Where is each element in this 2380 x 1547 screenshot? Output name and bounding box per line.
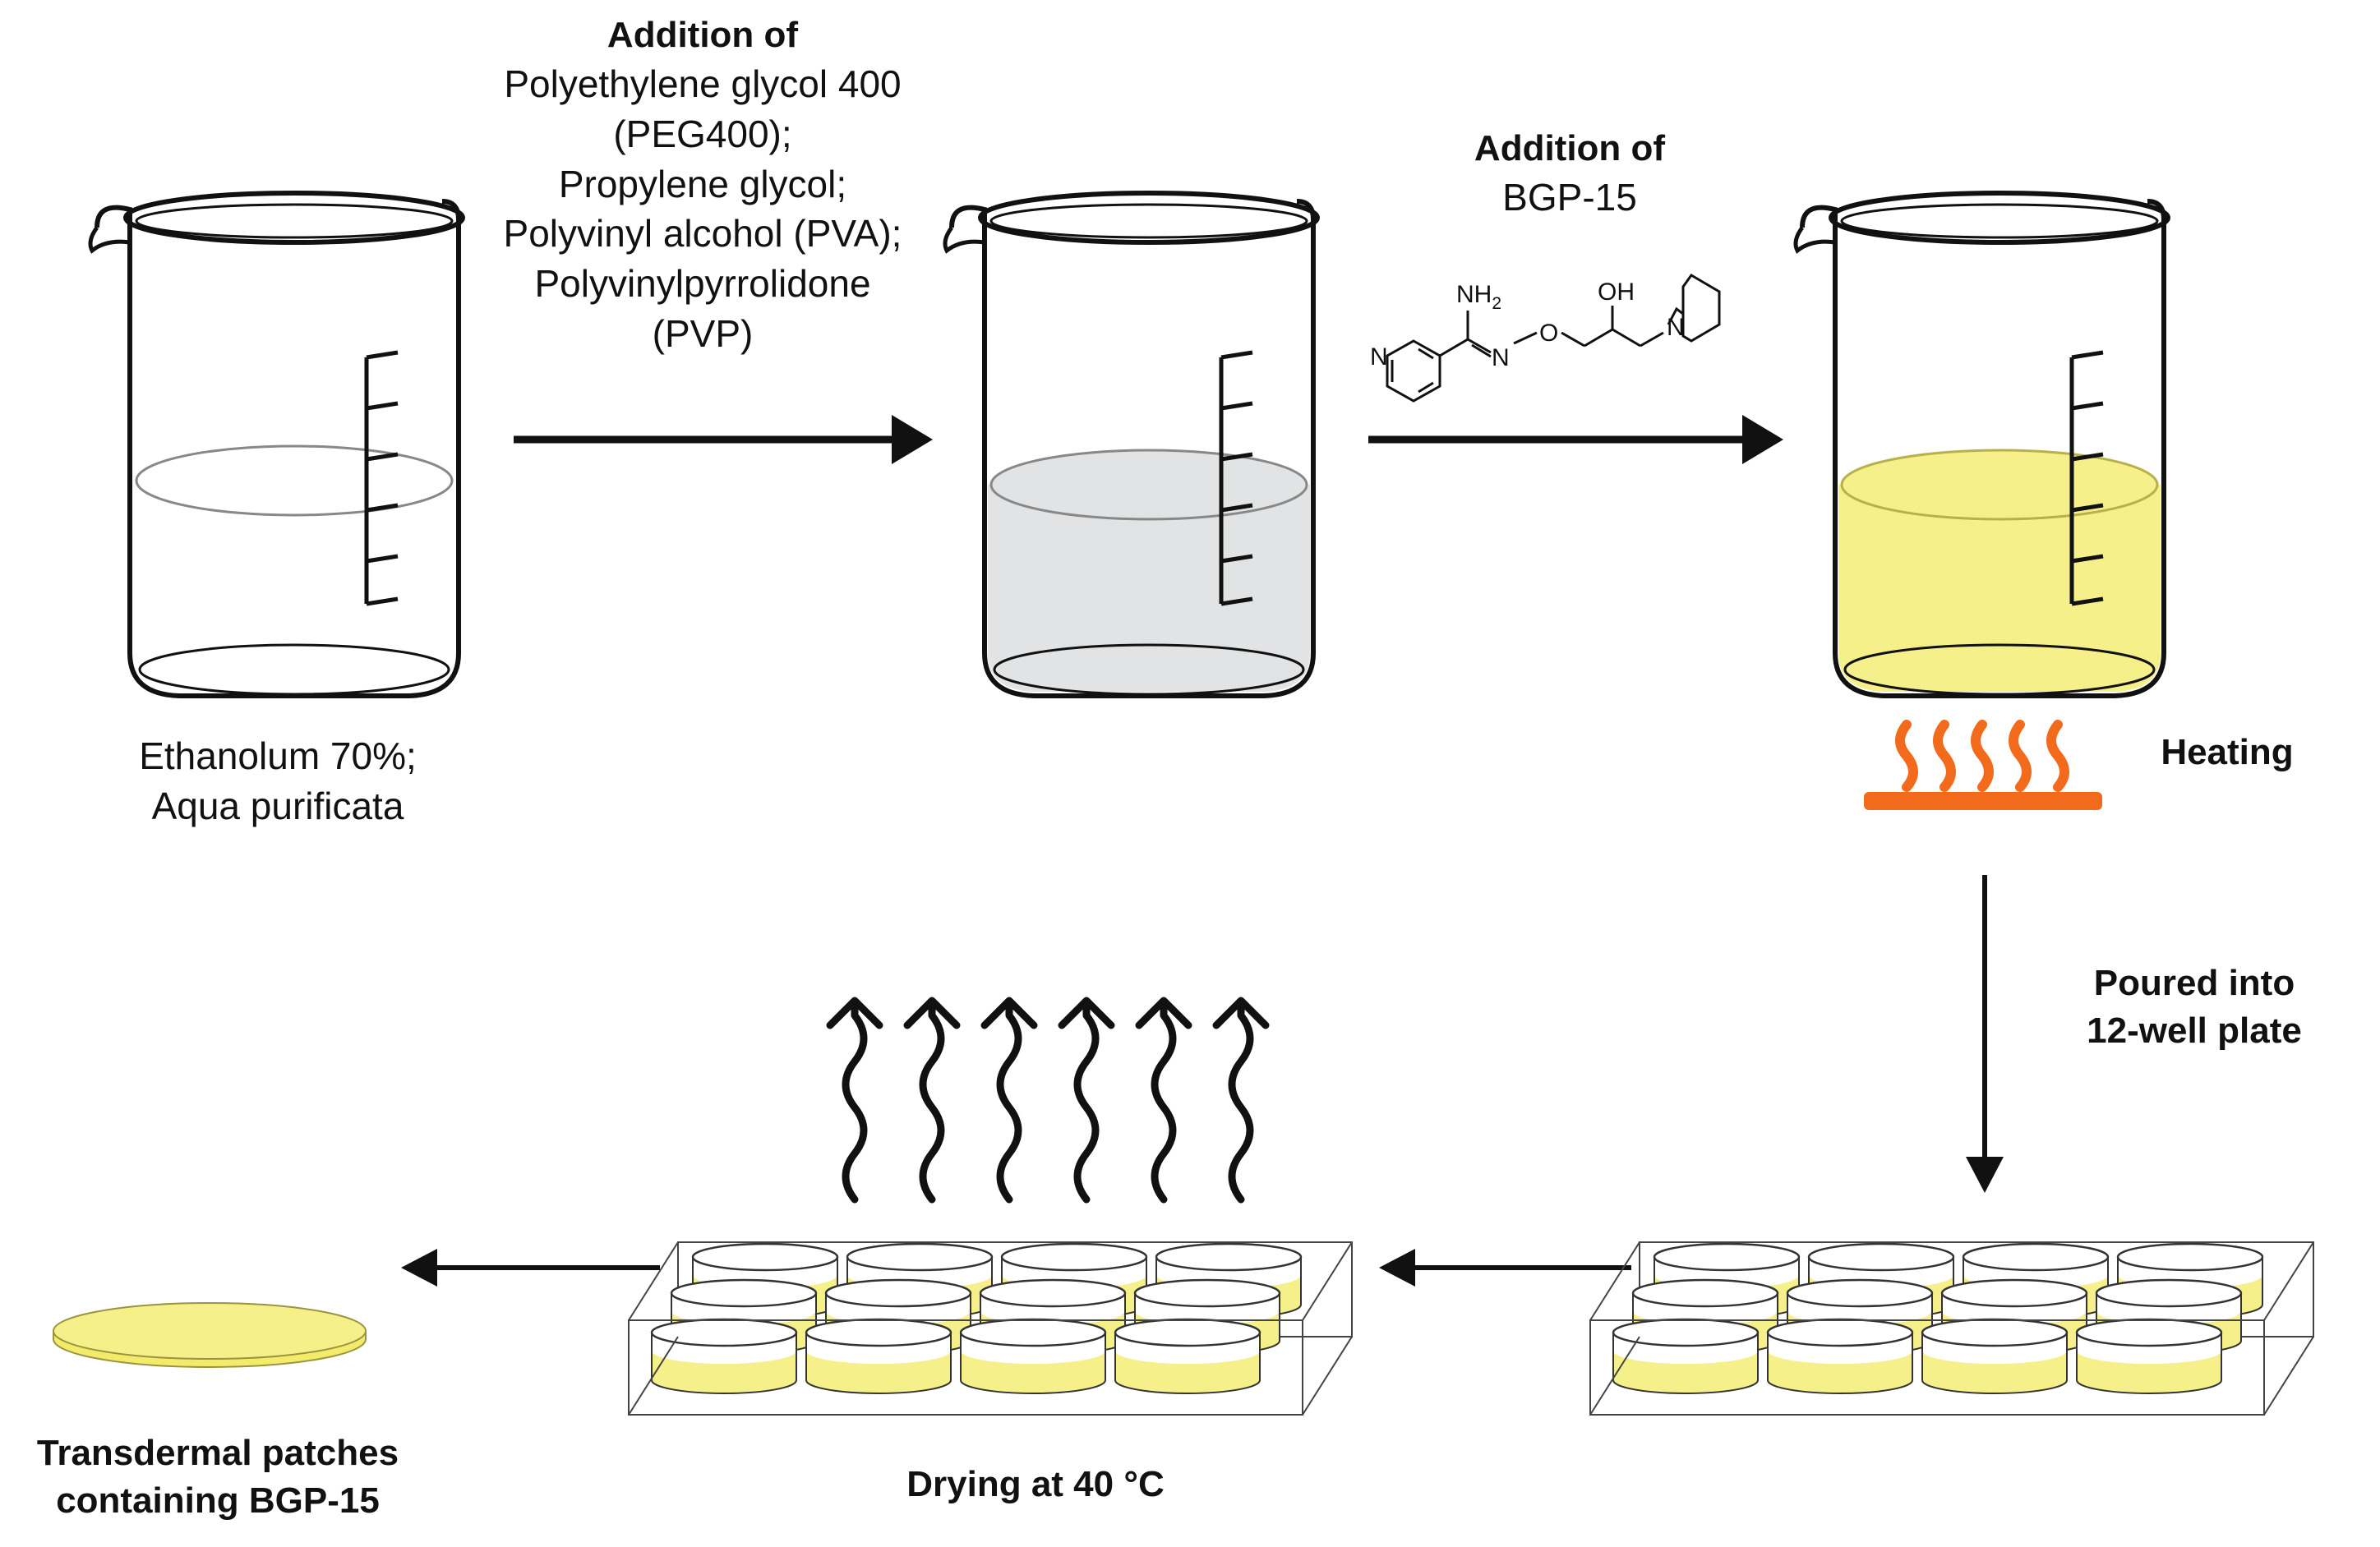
- vapor-arrow: [1135, 997, 1192, 1204]
- heating-label: Heating: [2129, 729, 2326, 776]
- evaporation-arrows: [826, 997, 1270, 1204]
- transdermal-patch: [53, 1302, 367, 1368]
- pour-label: Poured into 12-well plate: [2038, 960, 2350, 1055]
- beaker-rim-inner: [135, 203, 454, 239]
- well: [1921, 1318, 2069, 1394]
- well: [650, 1318, 798, 1394]
- atom-n-imine: N: [1492, 344, 1510, 371]
- vapor-arrow: [1058, 997, 1115, 1204]
- beaker-bottom: [138, 643, 450, 696]
- well: [1766, 1318, 1914, 1394]
- atom-oh: OH: [1598, 279, 1635, 306]
- heating-text: Heating: [2161, 732, 2294, 772]
- well: [959, 1318, 1107, 1394]
- beaker-outline: [1800, 199, 2166, 698]
- step1-label: Addition of Polyethylene glycol 400 (PEG…: [456, 12, 949, 358]
- arrow-to-drying: [1379, 1249, 1631, 1287]
- beaker-spout: [943, 226, 985, 254]
- beaker-rim-inner: [989, 203, 1308, 239]
- atom-n-piperidine: N: [1667, 314, 1685, 341]
- well: [805, 1318, 952, 1394]
- step1-item: Polyvinylpyrrolidone: [534, 261, 871, 305]
- beaker-bottom: [1843, 643, 2156, 696]
- beaker-outline: [949, 199, 1316, 698]
- beaker-outline: [95, 199, 461, 698]
- bgp15-structure: NH2 OH N O N N: [1370, 274, 1721, 403]
- vapor-arrow: [1212, 997, 1270, 1204]
- well: [1612, 1318, 1760, 1394]
- well-plate-drying: [628, 1241, 1353, 1416]
- beaker-scale: [1219, 350, 1253, 606]
- arrow-step2: [1368, 415, 1783, 464]
- beaker-scale: [2069, 350, 2104, 606]
- well-plate-filled: [1589, 1241, 2314, 1416]
- arrow-pour: [1966, 875, 2004, 1193]
- arrow-to-patch: [401, 1249, 660, 1287]
- arrow-step1: [514, 415, 933, 464]
- beaker-rim: [123, 191, 465, 245]
- step1-title: Addition of: [607, 15, 799, 55]
- well: [1114, 1318, 1261, 1394]
- final-label-line: Transdermal patches: [36, 1433, 399, 1473]
- atom-o-ether: O: [1539, 320, 1558, 347]
- atom-n-pyridine: N: [1370, 343, 1388, 371]
- beaker-rim: [978, 191, 1320, 245]
- beaker1-label-line: Ethanolum 70%;: [139, 734, 417, 777]
- plate-front: [1589, 1241, 2314, 1416]
- step1-item: Propylene glycol;: [558, 162, 847, 205]
- pour-label-line: 12-well plate: [2087, 1011, 2302, 1052]
- step1-item: (PVP): [652, 311, 754, 355]
- final-label: Transdermal patches containing BGP-15: [0, 1430, 436, 1525]
- beaker-rim-inner: [1840, 203, 2159, 239]
- beaker-rim: [1829, 191, 2170, 245]
- atom-nh2: NH2: [1456, 281, 1501, 313]
- step2-label: Addition of BGP-15: [1397, 125, 1742, 223]
- beaker-spout: [1793, 226, 1836, 254]
- beaker-liquid: [1838, 449, 2161, 692]
- beaker-bgp15-solution: [1793, 191, 2170, 698]
- step2-title: Addition of: [1474, 128, 1666, 168]
- beaker-spout: [88, 226, 131, 254]
- beaker-scale: [364, 350, 399, 606]
- beaker-bottom: [993, 643, 1305, 696]
- step2-compound: BGP-15: [1502, 176, 1637, 219]
- beaker-ethanol: [88, 191, 465, 698]
- beaker1-label-line: Aqua purificata: [151, 784, 404, 827]
- well: [2075, 1318, 2223, 1394]
- heating-icon: [1864, 720, 2102, 810]
- beaker1-label: Ethanolum 70%; Aqua purificata: [89, 731, 467, 831]
- beaker-liquid: [988, 449, 1310, 692]
- drying-label: Drying at 40 °C: [830, 1461, 1241, 1508]
- vapor-arrow: [826, 997, 883, 1204]
- beaker-liquid: [135, 444, 454, 690]
- final-label-line: containing BGP-15: [56, 1480, 380, 1522]
- step1-item: Polyethylene glycol 400: [504, 62, 902, 106]
- step1-item: Polyvinyl alcohol (PVA);: [503, 212, 902, 256]
- vapor-arrow: [980, 997, 1038, 1204]
- vapor-arrow: [903, 997, 961, 1204]
- plate-front: [628, 1241, 1353, 1416]
- beaker-mixture: [943, 191, 1320, 698]
- drying-text: Drying at 40 °C: [906, 1464, 1165, 1504]
- step1-item: (PEG400);: [613, 112, 792, 155]
- well: [1631, 1278, 1779, 1355]
- pour-label-line: Poured into: [2093, 963, 2295, 1003]
